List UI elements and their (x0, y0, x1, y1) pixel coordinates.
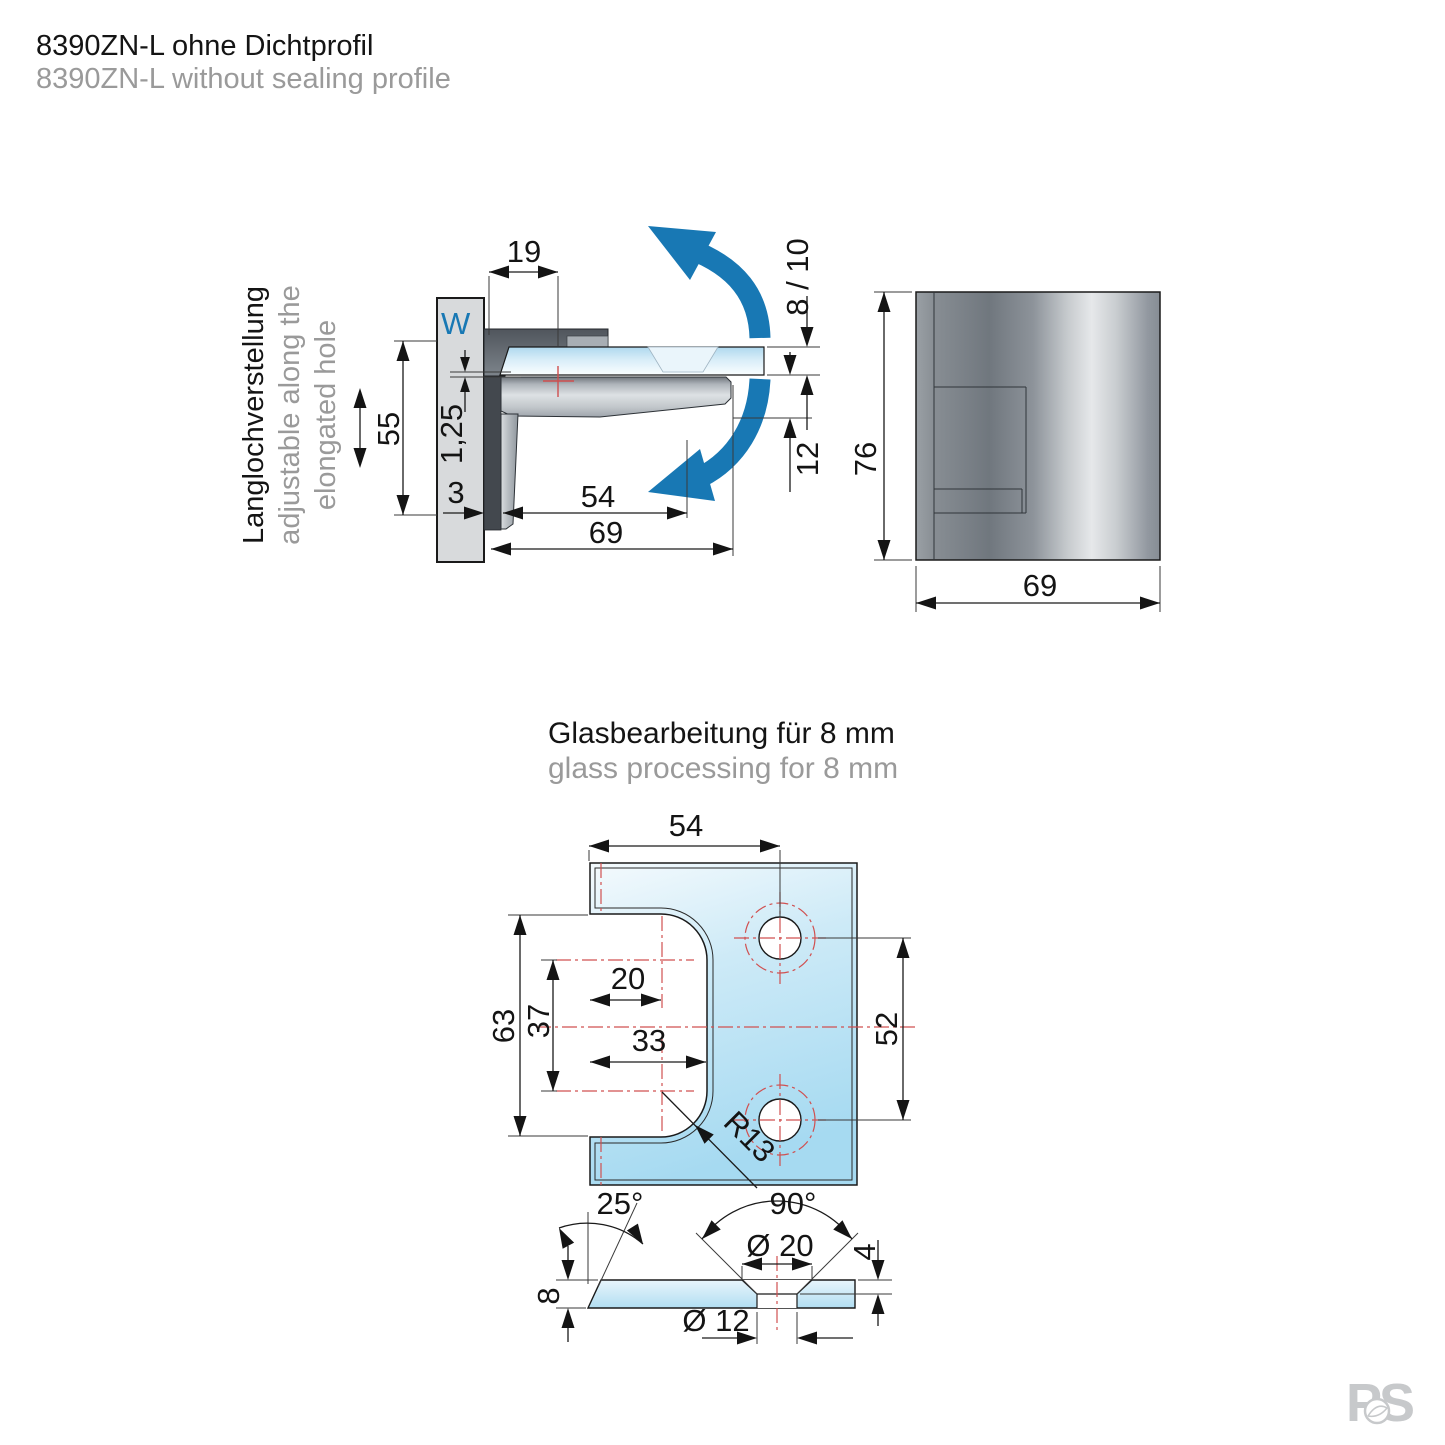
dim-1-25: 1,25 (434, 404, 469, 464)
rotation-arrowhead-top (648, 226, 716, 280)
dim-69-front: 69 (1023, 568, 1057, 603)
clamp-leg (500, 413, 519, 530)
glass-processing-title-en: glass processing for 8 mm (548, 752, 899, 785)
rotation-arrowhead-bottom (648, 449, 715, 501)
dim-19: 19 (507, 234, 541, 269)
dia-12: Ø 12 (682, 1303, 749, 1338)
glass-plate-outline (589, 862, 858, 1186)
clamp-bottom-arm (500, 376, 732, 418)
dim-63: 63 (486, 1009, 521, 1043)
dim-55: 55 (371, 412, 406, 446)
glass-pane-section (499, 346, 765, 376)
angle-25: 25° (597, 1186, 644, 1221)
angle-90: 90° (770, 1186, 817, 1221)
wall-plate (436, 297, 485, 563)
side-view-drawing: W 19 8 / 10 55 1,25 3 54 69 12 (353, 226, 825, 563)
page-title-en: 8390ZN-L without sealing profile (36, 63, 451, 95)
rotation-arrow (648, 226, 771, 501)
dim-54-glass: 54 (669, 808, 703, 843)
dim-76: 76 (848, 442, 883, 476)
glass-view-centerlines (536, 863, 916, 1185)
dim-33: 33 (632, 1023, 666, 1058)
glass-processing-drawing: 54 63 37 20 33 52 R13 (486, 808, 916, 1189)
dim-8: 8 (531, 1287, 566, 1304)
dim-52: 52 (869, 1012, 904, 1046)
profile-extension-lines (556, 1202, 892, 1344)
dim-37: 37 (521, 1004, 556, 1038)
page-title: 8390ZN-L ohne Dichtprofil 8390ZN-L witho… (36, 30, 451, 96)
clamp-jaw-step (566, 335, 609, 348)
dim-12: 12 (790, 442, 825, 476)
side-view-extension-lines (394, 276, 820, 556)
glass-view-extension-lines (508, 850, 911, 1137)
page-title-de: 8390ZN-L ohne Dichtprofil (36, 30, 374, 62)
front-view-extension-lines (874, 291, 1161, 612)
glass-profile-drawing: 25° 90° Ø 20 4 8 Ø 12 (531, 1186, 892, 1345)
dim-8-10: 8 / 10 (780, 238, 815, 316)
clamp-body-front (915, 291, 1161, 561)
wall-label: W (441, 306, 471, 341)
glass-processing-title: Glasbearbeitung für 8 mm glass processin… (548, 716, 898, 786)
front-view-dimension-lines (883, 292, 1160, 604)
glass-processing-title-de: Glasbearbeitung für 8 mm (548, 717, 895, 750)
countersink-funnel (647, 346, 719, 373)
brand-logo: PS (1346, 1372, 1442, 1436)
drill-center-mark (543, 366, 574, 397)
clamp-front-contours (933, 292, 1027, 560)
glass-edge-inner-line (594, 867, 853, 1181)
dim-54-side: 54 (581, 479, 615, 514)
brand-logo-emblem (1363, 1397, 1391, 1425)
dia-20: Ø 20 (746, 1228, 813, 1263)
dim-20: 20 (611, 961, 645, 996)
dim-3: 3 (447, 475, 464, 510)
dim-69-side: 69 (589, 515, 623, 550)
dim-4: 4 (847, 1243, 882, 1260)
front-view-drawing: 76 69 (848, 291, 1161, 612)
